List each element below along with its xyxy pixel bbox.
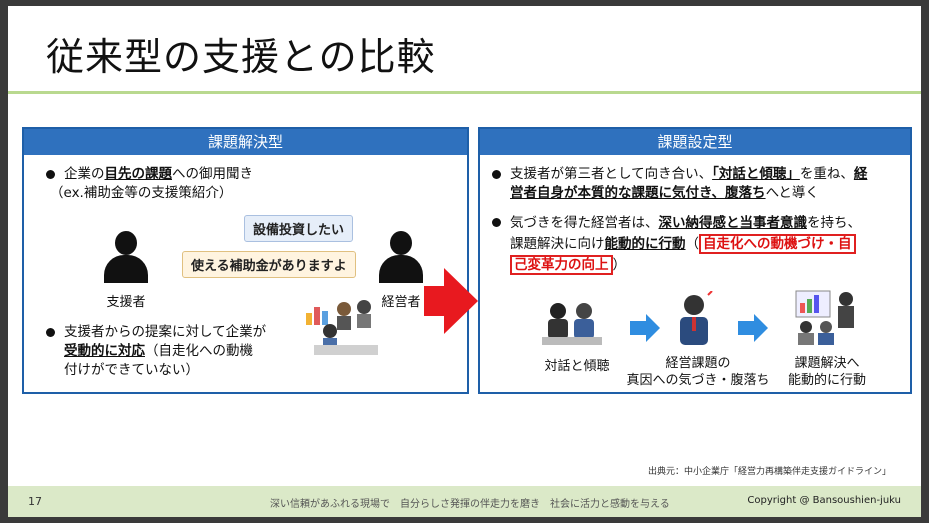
bubble-manager: 設備投資したい — [244, 215, 354, 242]
manager-person-icon — [379, 231, 423, 283]
text: 支援者からの提案に対して企業が — [64, 324, 267, 340]
red-emphasis: 自走化への動機づけ・自 — [699, 234, 856, 254]
text: 課題解決へ — [794, 356, 860, 371]
supporter-label: 支援者 — [106, 295, 146, 310]
step2-label: 経営課題の 真因への気づき・腹落ち — [608, 355, 788, 389]
footer-motto: 深い信頼があふれる現場で 自分らしさ発揮の伴走力を磨き 社会に活力と感動を与える — [270, 499, 670, 510]
left-bullet-2: 支援者からの提案に対して企業が 受動的に対応（自走化への動機 付けができていない… — [46, 323, 314, 380]
slide-title: 従来型の支援との比較 — [46, 35, 436, 79]
text: 企業の — [64, 166, 105, 182]
action-illustration-icon — [792, 289, 862, 349]
text: （ — [685, 236, 700, 252]
bubble-supporter: 使える補助金がありますよ — [182, 251, 356, 278]
panel-header-right: 課題設定型 — [480, 129, 910, 155]
step1-label: 対話と傾聴 — [544, 359, 610, 374]
meeting-illustration-icon — [304, 295, 384, 357]
text: （ex.補助金等の支援策紹介） — [50, 185, 233, 201]
dialogue-illustration-icon — [542, 299, 602, 347]
emphasis: 営者自身が本質的な課題に気付き、腹落ち — [510, 185, 766, 201]
right-bullet-2: 気づきを得た経営者は、深い納得感と当事者意識を持ち、 課題解決に向け能動的に行動… — [492, 213, 906, 276]
transition-arrow-tail — [424, 286, 446, 316]
emphasis: 目先の課題 — [104, 166, 173, 182]
footer-bar: 17 深い信頼があふれる現場で 自分らしさ発揮の伴走力を磨き 社会に活力と感動を… — [8, 486, 921, 517]
bullet-dot-icon — [46, 170, 55, 179]
copyright: Copyright @ Bansoushien-juku — [747, 495, 901, 506]
source-citation: 出典元：中小企業庁「経営力再構築伴走支援ガイドライン」 — [647, 467, 891, 477]
bullet-dot-icon — [492, 170, 501, 179]
text: 付けができていない） — [64, 362, 199, 378]
step-arrow-tail — [630, 321, 646, 335]
text: （自走化への動機 — [145, 343, 253, 359]
text: への御用聞き — [172, 166, 253, 182]
step-arrow-tail — [738, 321, 754, 335]
panel-body-left: 企業の目先の課題への御用聞き （ex.補助金等の支援策紹介） 設備投資したい 使… — [24, 155, 467, 392]
red-emphasis: 己変革力の向上 — [510, 255, 613, 275]
text: 能動的に行動 — [787, 373, 866, 388]
left-bullet-1: 企業の目先の課題への御用聞き （ex.補助金等の支援策紹介） — [46, 165, 454, 203]
panel-header-left: 課題解決型 — [24, 129, 467, 155]
manager-label: 経営者 — [381, 295, 421, 310]
step-arrow-icon — [754, 314, 768, 342]
bullet-dot-icon — [46, 328, 55, 337]
realization-illustration-icon — [672, 290, 716, 347]
step-arrow-icon — [646, 314, 660, 342]
bullet-dot-icon — [492, 218, 501, 227]
text: を持ち、 — [807, 215, 861, 231]
emphasis: 「対話と傾聴」 — [712, 166, 800, 182]
panel-problem-setting: 課題設定型 支援者が第三者として向き合い、「対話と傾聴」を重ね、経 営者自身が本… — [478, 127, 912, 394]
text: 支援者が第三者として向き合い、 — [510, 166, 713, 182]
text: へと導く — [765, 185, 819, 201]
text: 真因への気づき・腹落ち — [626, 373, 770, 388]
text: ） — [612, 257, 627, 273]
text: を重ね、 — [799, 166, 854, 182]
emphasis: 受動的に対応 — [64, 343, 145, 359]
supporter-person-icon — [104, 231, 148, 283]
page-number: 17 — [28, 495, 42, 508]
text: 気づきを得た経営者は、 — [510, 215, 659, 231]
panel-body-right: 支援者が第三者として向き合い、「対話と傾聴」を重ね、経 営者自身が本質的な課題に… — [480, 155, 910, 392]
emphasis: 深い納得感と当事者意識 — [658, 215, 808, 231]
title-divider — [8, 91, 921, 94]
right-bullet-1: 支援者が第三者として向き合い、「対話と傾聴」を重ね、経 営者自身が本質的な課題に… — [492, 165, 906, 203]
emphasis: 経 — [853, 166, 868, 182]
emphasis: 能動的に行動 — [604, 236, 686, 252]
text: 経営課題の — [665, 356, 731, 371]
text: 課題解決に向け — [510, 236, 605, 252]
step3-label: 課題解決へ 能動的に行動 — [782, 355, 872, 389]
slide: 従来型の支援との比較 課題解決型 企業の目先の課題への御用聞き （ex.補助金等… — [8, 6, 921, 517]
transition-arrow-icon — [444, 268, 478, 334]
panel-problem-solving: 課題解決型 企業の目先の課題への御用聞き （ex.補助金等の支援策紹介） 設備投… — [22, 127, 469, 394]
